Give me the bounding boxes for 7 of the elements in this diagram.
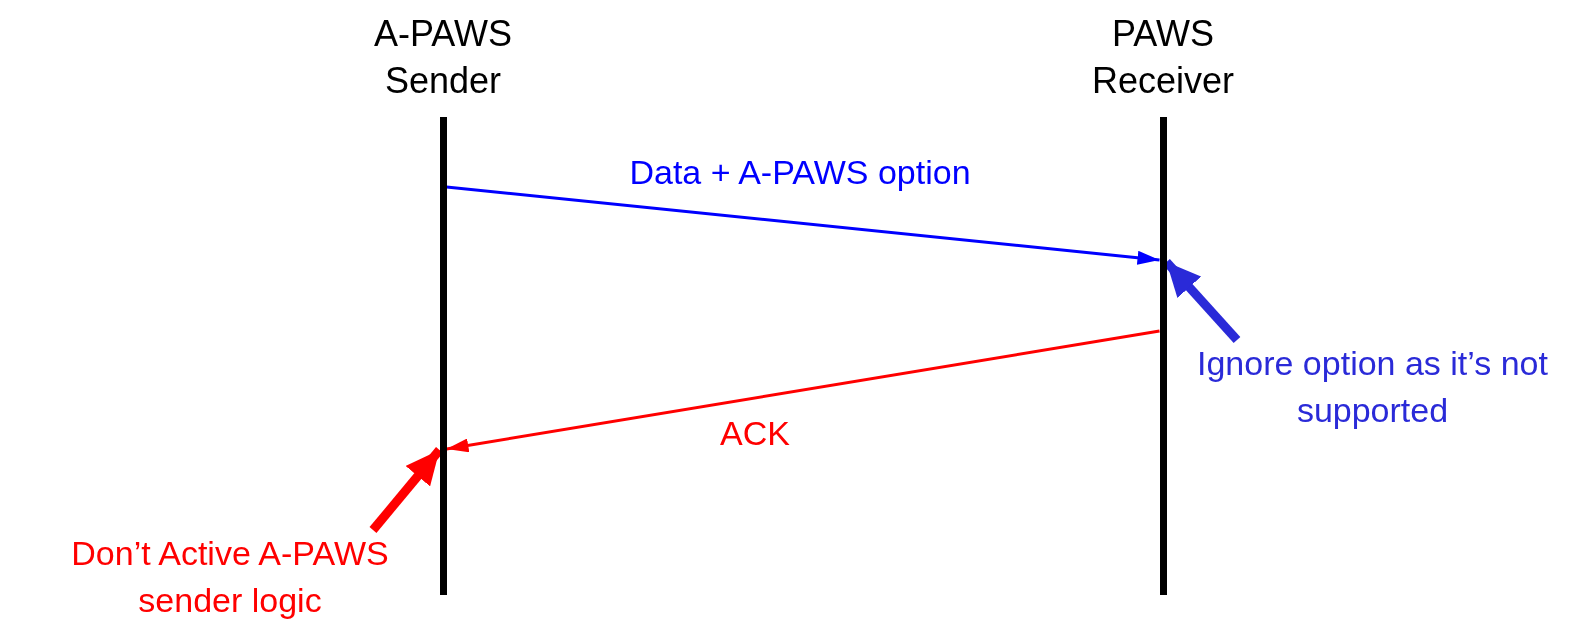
- annotation-text: Don’t Active A-PAWS sender logic: [70, 533, 390, 621]
- lifeline-header: A-PAWS Sender: [373, 12, 513, 103]
- pointer-arrow: [369, 447, 443, 533]
- annotation-text: Ignore option as it’s not supported: [1196, 343, 1549, 431]
- message-arrow: [446, 185, 1160, 265]
- message-arrow: [446, 329, 1160, 453]
- lifeline-header: PAWS Receiver: [1090, 12, 1236, 103]
